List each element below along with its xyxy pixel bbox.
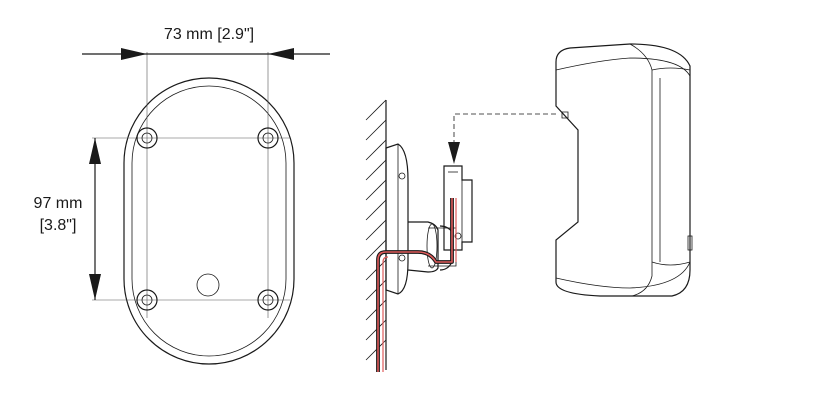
bracket-outline [123,77,295,365]
swivel-arm [407,221,439,273]
cable-hole [196,273,220,297]
assembly-leader-arrow [448,113,556,164]
height-label-mm: 97 mm [34,195,83,212]
height-dimension: 97 mm [3.8"] [34,138,101,300]
bracket-inner-outline [131,85,287,357]
screw-hole-bottom-right [257,289,279,311]
width-dimension: 73 mm [2.9"] [82,26,330,60]
speaker-side-view [555,43,693,297]
speaker-body [555,43,691,297]
screw-hole-top-left [136,127,158,149]
cable [376,198,457,372]
screw-hole-top-right [257,127,279,149]
width-label: 73 mm [2.9"] [164,26,254,43]
height-label-in: [3.8"] [40,217,77,234]
wall-mount-side-view [365,99,556,372]
screw-hole-bottom-left [136,289,158,311]
wall-plate [385,143,409,295]
bracket-front-view: 73 mm [2.9"] 97 mm [3.8"] [34,26,330,365]
mounting-tab [443,165,473,251]
